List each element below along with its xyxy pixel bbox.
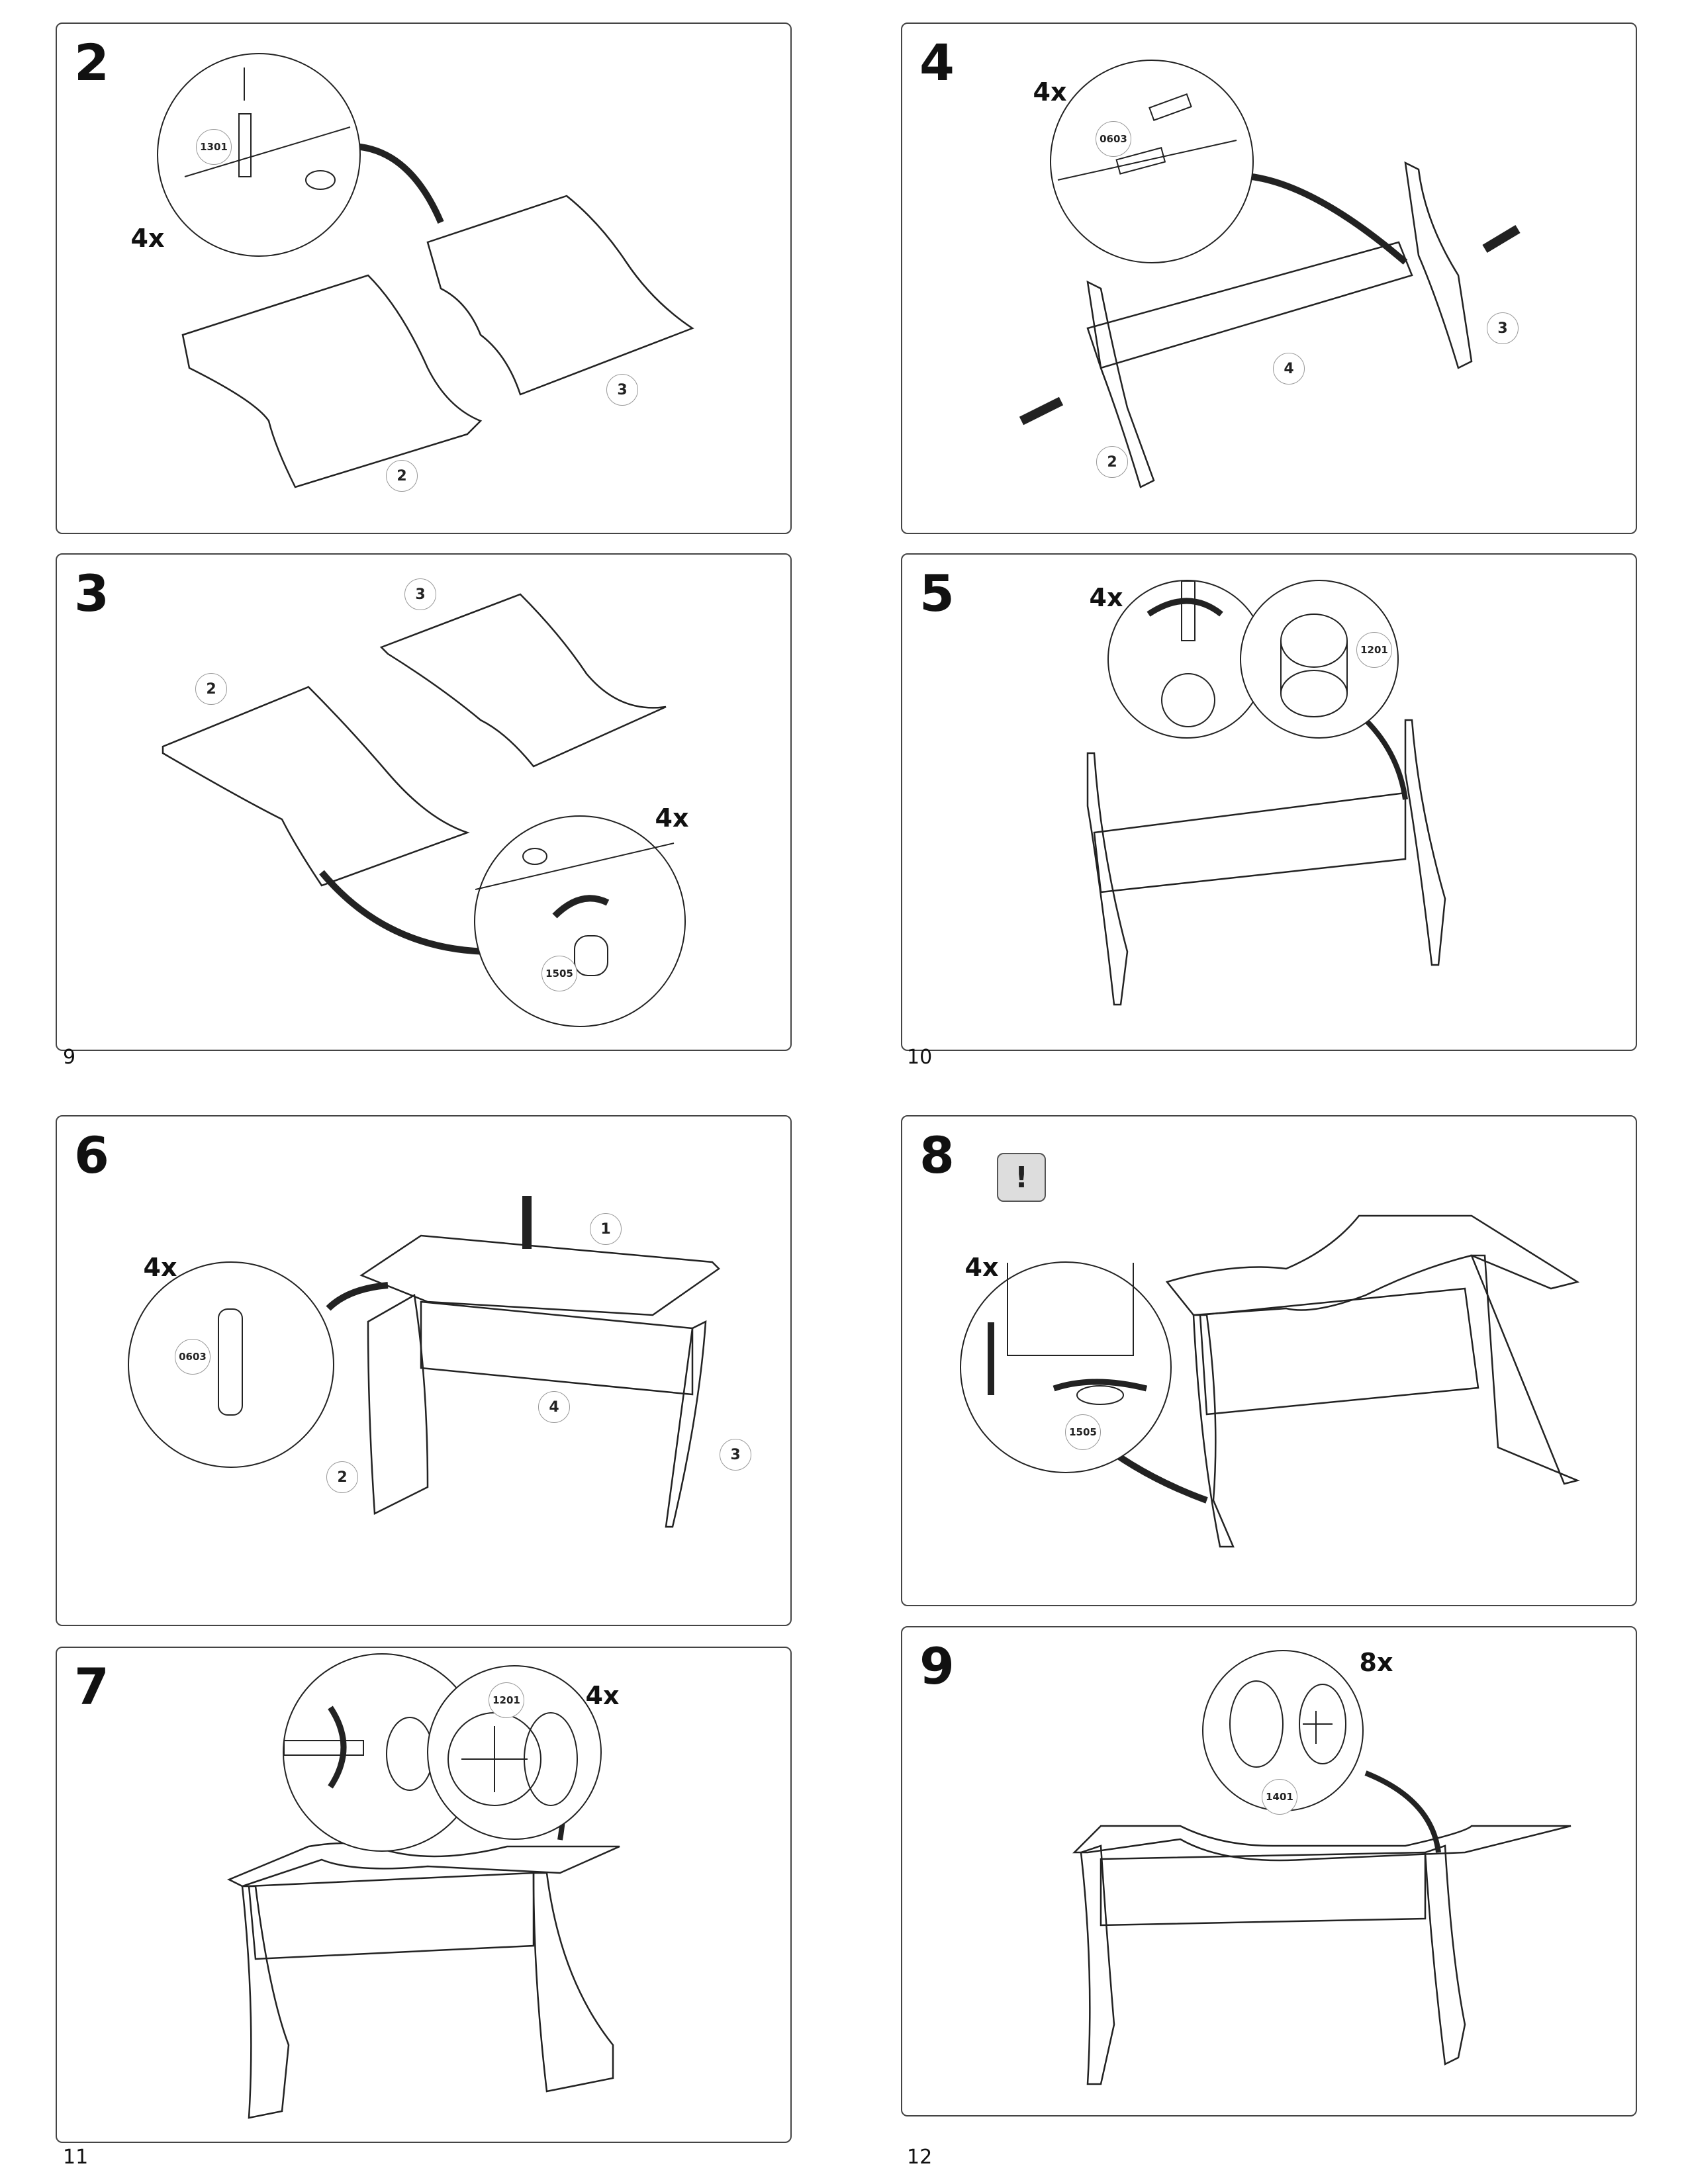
step-number: 8 [919, 1126, 955, 1185]
page-number: 12 [907, 2146, 933, 2169]
step-number: 3 [74, 564, 109, 623]
quantity-label: 4x [143, 1253, 177, 1282]
quantity-label: 8x [1359, 1648, 1393, 1677]
step-number: 2 [74, 33, 109, 92]
dowel-icon [1057, 93, 1237, 181]
quantity-label: 4x [585, 1681, 620, 1710]
part-label: 2 [386, 460, 418, 492]
leveling-foot-icon [988, 1263, 1148, 1405]
step-5-panel: 5 4x 1201 [901, 553, 1637, 1051]
cam-bolt-icon [184, 68, 351, 190]
step-6-panel: 6 4x 0603 1 4 2 3 [56, 1115, 792, 1626]
quantity-label: 4x [655, 803, 689, 833]
quantity-label: 4x [1089, 583, 1123, 612]
part-label: 2 [195, 673, 227, 705]
step-4-panel: 4 0603 4x 3 4 2 [901, 23, 1637, 534]
hardware-label: 1301 [196, 129, 232, 165]
hardware-label: 1505 [1065, 1414, 1101, 1450]
step-8-panel: 8 ! 4x 1505 [901, 1115, 1637, 1606]
step-2-panel: 2 1301 4x 3 2 [56, 23, 792, 534]
part-label: 3 [1487, 312, 1519, 344]
warning-icon: ! [997, 1153, 1046, 1202]
cover-cap-icon [1229, 1680, 1346, 1768]
part-label: 2 [326, 1461, 358, 1493]
detail-zoom-circle [1050, 60, 1254, 263]
step-3-panel: 3 3 2 4x 1505 [56, 553, 792, 1051]
part-label: 2 [1096, 446, 1128, 478]
part-label: 4 [538, 1391, 570, 1423]
detail-zoom-circle [283, 1653, 481, 1852]
hardware-label: 0603 [1096, 121, 1131, 157]
step-7-panel: 7 4x 1201 [56, 1647, 792, 2143]
part-label: 4 [1273, 353, 1305, 385]
step-number: 4 [919, 33, 955, 92]
desk-illustration [1078, 1214, 1580, 1548]
detail-zoom-circle [960, 1261, 1172, 1473]
dowel-icon [218, 1308, 243, 1416]
desk-top-illustration [326, 1196, 720, 1528]
detail-zoom-circle [157, 53, 361, 257]
part-label: 3 [606, 374, 638, 406]
desk-illustration [1072, 1770, 1571, 2085]
hardware-label: 1505 [541, 956, 577, 991]
frame-illustration [1019, 161, 1521, 488]
page-number: 9 [63, 1046, 76, 1069]
detail-zoom-circle [474, 815, 686, 1027]
part-label: 1 [590, 1213, 622, 1245]
step-number: 7 [74, 1657, 109, 1716]
detail-zoom-circle [128, 1261, 334, 1468]
screwdriver-turn-icon [1147, 580, 1223, 727]
hardware-label: 1201 [489, 1682, 524, 1718]
hardware-label: 1401 [1262, 1779, 1297, 1815]
quantity-label: 4x [964, 1253, 999, 1282]
step-number: 5 [919, 564, 955, 623]
boards-illustration [162, 593, 667, 955]
page-number: 11 [63, 2146, 89, 2169]
adjustable-foot-icon [475, 842, 675, 976]
quantity-label: 4x [1033, 77, 1067, 107]
cam-lock-icon [1280, 614, 1348, 717]
step-9-panel: 9 8x 1401 [901, 1626, 1637, 2116]
step-number: 6 [74, 1126, 109, 1185]
page-number: 10 [907, 1046, 933, 1069]
hardware-label: 0603 [175, 1339, 211, 1375]
part-label: 3 [404, 578, 436, 610]
step-number: 9 [919, 1637, 955, 1696]
part-label: 3 [720, 1439, 751, 1471]
hardware-label: 1201 [1356, 632, 1392, 668]
quantity-label: 4x [130, 224, 165, 253]
frame-illustration [1086, 718, 1446, 1006]
